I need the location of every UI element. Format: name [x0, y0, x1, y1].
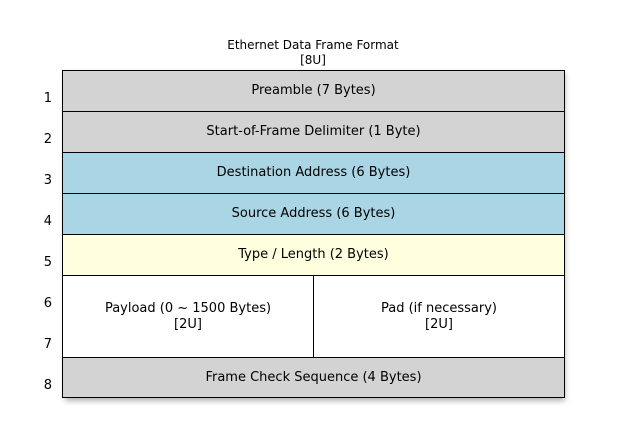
frame-field-pad: Pad (if necessary) [2U] [314, 276, 564, 357]
frame-table: Preamble (7 Bytes) Start-of-Frame Delimi… [62, 70, 565, 398]
frame-field-payload-label: Payload (0 ~ 1500 Bytes) [104, 300, 272, 316]
row-number-1: 1 [43, 91, 52, 106]
row-number-8: 8 [43, 378, 52, 393]
frame-field-pad-text: Pad (if necessary) [2U] [381, 285, 497, 349]
row-number-7: 7 [43, 337, 52, 352]
frame-field-payload: Payload (0 ~ 1500 Bytes) [2U] [63, 276, 314, 357]
frame-field-frame-check-sequence-label: Frame Check Sequence (4 Bytes) [205, 369, 422, 385]
row-number-5: 5 [43, 255, 52, 270]
frame-field-type-length: Type / Length (2 Bytes) [63, 235, 564, 276]
diagram-subtitle: [8U] [300, 53, 326, 67]
frame-field-type-length-label: Type / Length (2 Bytes) [238, 247, 389, 262]
frame-field-preamble: Preamble (7 Bytes) [63, 71, 564, 112]
row-number-3: 3 [43, 173, 52, 188]
frame-field-payload-note: [2U] [174, 316, 202, 332]
row-number-gutter: 1 2 3 4 5 6 7 8 [28, 70, 58, 398]
frame-field-destination-address-label: Destination Address (6 Bytes) [216, 165, 411, 180]
frame-field-source-address: Source Address (6 Bytes) [63, 194, 564, 235]
frame-field-frame-check-sequence: Frame Check Sequence (4 Bytes) [63, 358, 564, 397]
row-number-6: 6 [43, 296, 52, 311]
diagram-title-block: Ethernet Data Frame Format [8U] [0, 38, 628, 68]
frame-field-destination-address: Destination Address (6 Bytes) [63, 153, 564, 194]
frame-field-preamble-label: Preamble (7 Bytes) [251, 83, 376, 98]
frame-field-payload-text: Payload (0 ~ 1500 Bytes) [2U] [105, 285, 271, 349]
frame-field-pad-note: [2U] [425, 316, 453, 332]
frame-field-sfd-label: Start-of-Frame Delimiter (1 Byte) [206, 124, 421, 139]
frame-field-pad-label: Pad (if necessary) [380, 300, 497, 316]
row-number-2: 2 [43, 132, 52, 147]
frame-field-payload-pad-row: Payload (0 ~ 1500 Bytes) [2U] Pad (if ne… [63, 276, 564, 358]
row-number-4: 4 [43, 214, 52, 229]
frame-field-source-address-label: Source Address (6 Bytes) [231, 206, 396, 221]
frame-field-sfd: Start-of-Frame Delimiter (1 Byte) [63, 112, 564, 153]
diagram-title: Ethernet Data Frame Format [227, 38, 399, 52]
